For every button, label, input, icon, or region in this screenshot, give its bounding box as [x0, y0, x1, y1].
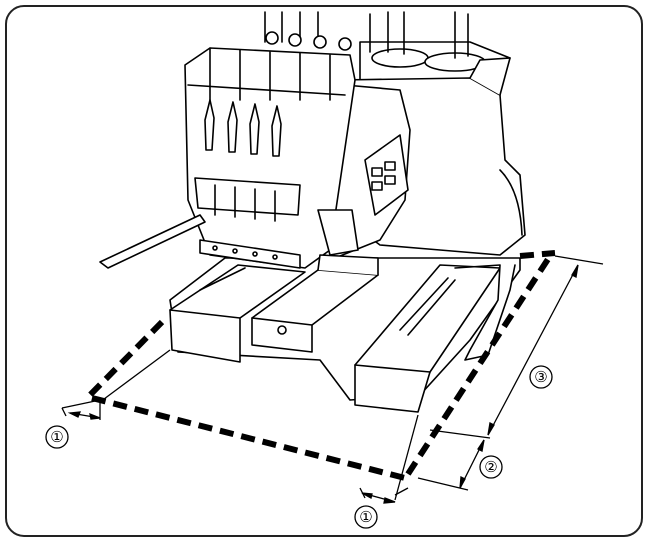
hoop-holder-arm: [99, 214, 206, 269]
boundary-back: [519, 250, 556, 259]
control-panel: [364, 134, 409, 216]
callout-front-depth: ②: [479, 455, 503, 479]
embroidery-machine-illustration: [99, 11, 526, 413]
callout-front-clearance-text: ①: [359, 508, 372, 526]
callout-left-clearance-text: ①: [50, 428, 63, 446]
callout-labels: ① ① ② ③: [45, 365, 553, 529]
callout-side-length-text: ③: [534, 368, 547, 386]
callout-front-depth-text: ②: [484, 458, 497, 476]
boundary-front: [91, 395, 406, 481]
callout-left-clearance: ①: [45, 425, 69, 449]
boundary-left: [87, 319, 165, 398]
clearance-boundary: [87, 250, 556, 481]
callout-front-clearance: ①: [354, 505, 378, 529]
callout-side-length: ③: [529, 365, 553, 389]
dimension-lines: [61, 255, 604, 504]
